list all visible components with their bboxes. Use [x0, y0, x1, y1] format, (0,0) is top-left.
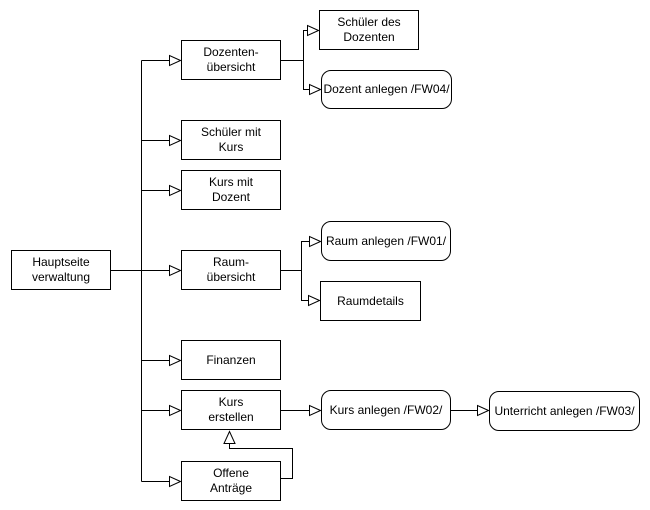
edge-offene-antraege-to-kurs-erstellen — [223, 430, 293, 479]
edge-hauptseite-to-offene-antraege — [141, 475, 182, 488]
edge-kurs-anlegen-to-unterricht-anlegen — [451, 404, 490, 417]
node-unterricht-anlegen-fw03: Unterricht anlegen /FW03/ — [489, 391, 640, 431]
arrowhead — [309, 404, 322, 417]
node-hauptseite-verwaltung: Hauptseite verwaltung — [11, 250, 111, 290]
arrowhead — [169, 184, 182, 197]
arrowhead — [307, 24, 320, 37]
arrowhead — [169, 404, 182, 417]
edge-raum-uebersicht-to-raumdetails — [301, 270, 321, 307]
edge-hauptseite-to-kurs-mit-dozent — [141, 184, 182, 197]
node-finanzen: Finanzen — [181, 340, 281, 380]
arrowhead — [169, 134, 182, 147]
node-kurs-mit-dozent: Kurs mit Dozent — [181, 170, 281, 210]
node-kurs-anlegen-fw02: Kurs anlegen /FW02/ — [321, 390, 451, 430]
node-kurs-erstellen: Kurs erstellen — [181, 390, 281, 430]
arrowhead — [169, 475, 182, 488]
edge-kurs-erstellen-to-kurs-anlegen — [281, 404, 322, 417]
node-raum-uebersicht: Raum- übersicht — [181, 250, 281, 290]
node-offene-antraege: Offene Anträge — [181, 461, 281, 501]
node-raum-anlegen-fw01: Raum anlegen /FW01/ — [321, 221, 451, 261]
arrowhead — [477, 404, 490, 417]
edge-hauptseite-to-kurs-erstellen — [141, 404, 182, 417]
edge-dozenten-uebersicht-to-schueler-des-dozenten — [281, 24, 320, 61]
node-schueler-des-dozenten: Schüler des Dozenten — [319, 10, 419, 50]
edge-hauptseite-to-dozenten-uebersicht — [141, 54, 182, 67]
node-dozenten-uebersicht: Dozenten- übersicht — [181, 40, 281, 80]
edge-dozenten-uebersicht-to-dozent-anlegen — [303, 60, 322, 96]
arrowhead — [223, 430, 236, 444]
node-schueler-mit-kurs: Schüler mit Kurs — [181, 120, 281, 160]
edge-hauptseite-to-raum-uebersicht — [110, 264, 182, 277]
edge-hauptseite-to-schueler-mit-kurs — [141, 134, 182, 147]
node-dozent-anlegen-fw04: Dozent anlegen /FW04/ — [321, 70, 452, 109]
edge-raum-uebersicht-to-raum-anlegen — [281, 235, 322, 271]
arrowhead — [308, 294, 321, 307]
arrowhead — [169, 354, 182, 367]
arrowhead — [309, 83, 322, 96]
edge-hauptseite-to-finanzen — [141, 354, 182, 367]
node-raumdetails: Raumdetails — [320, 281, 421, 321]
arrowhead — [169, 264, 182, 277]
arrowhead — [169, 54, 182, 67]
arrowhead — [309, 235, 322, 248]
